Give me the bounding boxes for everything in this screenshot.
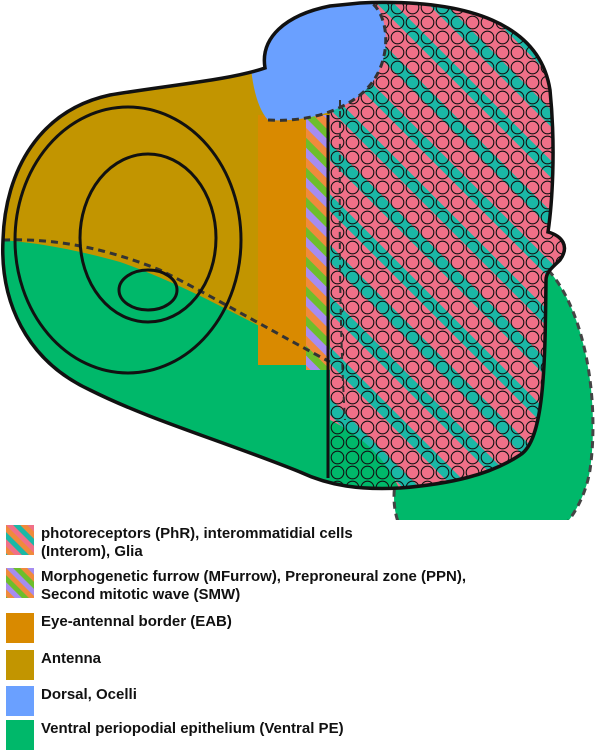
legend-label-eab: Eye-antennal border (EAB) bbox=[41, 613, 232, 630]
ventral-swatch-icon bbox=[6, 720, 34, 750]
eab-region bbox=[258, 115, 308, 365]
dorsal-ocelli-region bbox=[249, 2, 386, 121]
dorsal-swatch-icon bbox=[6, 686, 34, 716]
legend-item-dorsal: Dorsal, Ocelli bbox=[6, 686, 137, 716]
legend-item-eab: Eye-antennal border (EAB) bbox=[6, 613, 232, 643]
legend-label-antenna: Antenna bbox=[41, 650, 101, 667]
antenna-swatch-icon bbox=[6, 650, 34, 680]
legend-item-antenna: Antenna bbox=[6, 650, 101, 680]
eye-antennal-disc-diagram bbox=[1, 0, 595, 520]
legend-item-mf: Morphogenetic furrow (MFurrow), Preprone… bbox=[6, 568, 466, 604]
legend-label-mf: Morphogenetic furrow (MFurrow), Preprone… bbox=[41, 568, 467, 603]
legend-item-ventral: Ventral periopodial epithelium (Ventral … bbox=[6, 720, 344, 750]
legend-label-dorsal: Dorsal, Ocelli bbox=[41, 686, 137, 703]
mf-swatch-icon bbox=[6, 568, 34, 598]
disc-outline bbox=[1, 0, 567, 491]
phr-swatch-icon bbox=[6, 525, 34, 555]
legend-label-ventral: Ventral periopodial epithelium (Ventral … bbox=[41, 720, 344, 737]
legend-label-phr: photoreceptors (PhR), interommatidial ce… bbox=[41, 525, 353, 560]
legend-item-phr: photoreceptors (PhR), interommatidial ce… bbox=[6, 525, 353, 561]
eab-swatch-icon bbox=[6, 613, 34, 643]
mf-region bbox=[306, 115, 330, 370]
